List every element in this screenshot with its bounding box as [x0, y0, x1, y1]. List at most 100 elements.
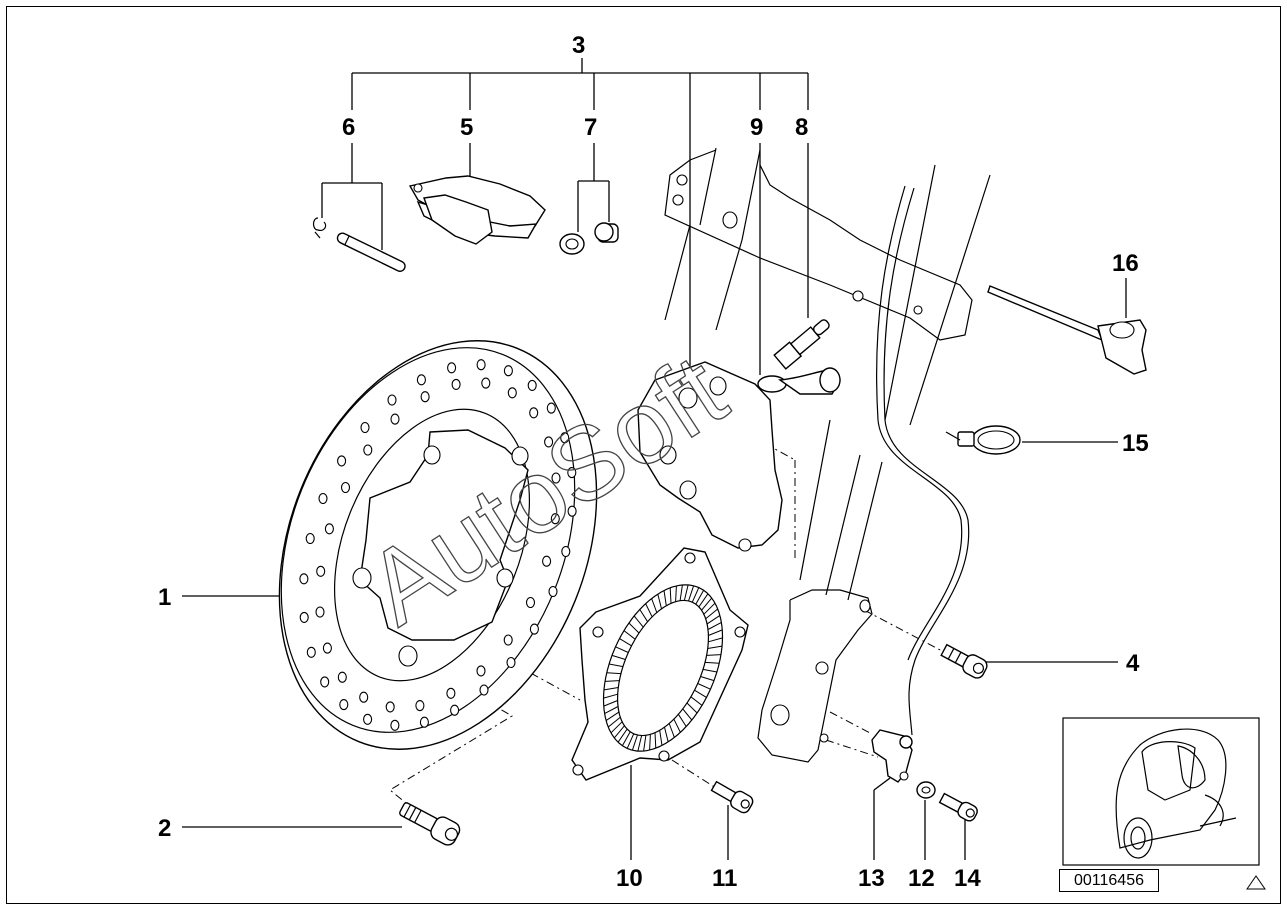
- fork-assembly: [664, 147, 991, 763]
- abs-tooth: [603, 700, 618, 707]
- disc-hole: [550, 513, 560, 525]
- disc-hole: [451, 378, 461, 390]
- disc-hole: [337, 455, 347, 467]
- disc-hole: [551, 472, 561, 484]
- disc-hole: [548, 585, 558, 598]
- disc-hole: [299, 573, 309, 585]
- callout-16: 16: [1112, 250, 1139, 277]
- callout-13: 13: [858, 865, 885, 892]
- callout-8: 8: [795, 114, 808, 141]
- vehicle-thumbnail: [1062, 717, 1260, 866]
- disc-hole: [337, 671, 347, 683]
- guide-bushings: [559, 222, 619, 255]
- disc-hole: [359, 691, 369, 703]
- abs-tooth: [610, 721, 623, 734]
- callout-15: 15: [1122, 430, 1149, 457]
- disc-hole: [363, 713, 373, 725]
- abs-tooth: [628, 622, 640, 634]
- disc-hole: [561, 545, 571, 558]
- abs-tooth: [694, 689, 707, 698]
- disc-hole: [525, 596, 536, 609]
- abs-tooth: [604, 706, 619, 715]
- disc-hole: [479, 684, 489, 696]
- brake-pads: [408, 175, 546, 245]
- disc-hole: [476, 359, 486, 371]
- disc-hole: [542, 555, 552, 567]
- abs-tooth: [706, 654, 722, 656]
- disc-hole: [447, 362, 457, 374]
- abs-tooth: [664, 727, 669, 743]
- disc-hole: [322, 642, 332, 654]
- abs-tooth: [654, 732, 657, 749]
- disc-hole: [503, 634, 513, 646]
- abs-tooth: [668, 723, 675, 738]
- disc-hole: [324, 523, 334, 535]
- abs-tooth: [617, 728, 628, 743]
- disc-hole: [318, 492, 328, 505]
- disc-hole: [419, 716, 429, 728]
- callout-6: 6: [342, 114, 355, 141]
- abs-tooth: [705, 608, 719, 620]
- disc-hole: [339, 699, 349, 711]
- disc-hole: [529, 407, 539, 419]
- callout-9: 9: [750, 114, 763, 141]
- abs-tooth: [621, 731, 631, 746]
- abs-tooth: [643, 735, 647, 752]
- abs-tooth: [637, 735, 643, 752]
- abs-tooth: [677, 714, 687, 727]
- disc-hole: [390, 719, 400, 731]
- abs-tooth: [631, 734, 638, 751]
- disc-hole: [446, 687, 456, 699]
- abs-tooth: [702, 668, 717, 673]
- document-number: 00116456: [1059, 869, 1159, 892]
- abs-ring-teeth: [603, 584, 723, 752]
- abs-tooth: [703, 602, 716, 615]
- brake-pad-pin: [312, 217, 406, 272]
- disc-hole: [546, 402, 556, 414]
- callout-5: 5: [460, 114, 473, 141]
- disc-hole: [390, 413, 400, 425]
- caliper-bolt: [940, 643, 988, 679]
- callout-12: 12: [908, 865, 935, 892]
- abs-tooth: [679, 584, 683, 601]
- disc-hole: [527, 379, 537, 391]
- disc-hole: [299, 611, 309, 623]
- abs-tooth: [607, 716, 621, 728]
- abs-tooth: [690, 696, 703, 706]
- bleed-valve: [773, 319, 830, 370]
- abs-tooth: [669, 587, 672, 604]
- disc-hole: [481, 377, 491, 389]
- cable-strap: [987, 285, 1147, 375]
- abs-tooth: [657, 593, 662, 609]
- abs-tooth: [705, 661, 720, 664]
- disc-hole: [503, 365, 513, 377]
- disc-hole: [387, 394, 397, 406]
- abs-tooth: [691, 587, 700, 603]
- abs-tooth: [649, 734, 651, 751]
- disc-hole: [315, 606, 325, 618]
- abs-tooth: [698, 593, 709, 608]
- callout-10: 10: [616, 865, 643, 892]
- abs-tooth: [708, 629, 723, 636]
- scooter-illustration-icon: [1115, 728, 1237, 859]
- abs-tooth: [706, 614, 721, 625]
- abs-tooth: [603, 687, 619, 691]
- disc-hole: [340, 481, 351, 494]
- abs-tooth: [639, 609, 649, 622]
- abs-tooth: [609, 663, 624, 668]
- washer: [916, 781, 936, 799]
- abs-tooth: [682, 708, 693, 721]
- abs-tooth: [615, 646, 629, 653]
- abs-tooth: [683, 584, 689, 601]
- disc-hole: [560, 432, 570, 444]
- abs-tooth: [675, 585, 677, 602]
- callout-1: 1: [158, 584, 171, 611]
- abs-sensor-ring: [571, 547, 749, 781]
- disc-vent-holes: [299, 359, 577, 731]
- abs-tooth: [645, 603, 653, 618]
- sensor-ring-bolt: [710, 780, 754, 814]
- abs-tooth: [606, 672, 621, 675]
- abs-sensor: [871, 729, 913, 783]
- disc-hole: [420, 391, 430, 403]
